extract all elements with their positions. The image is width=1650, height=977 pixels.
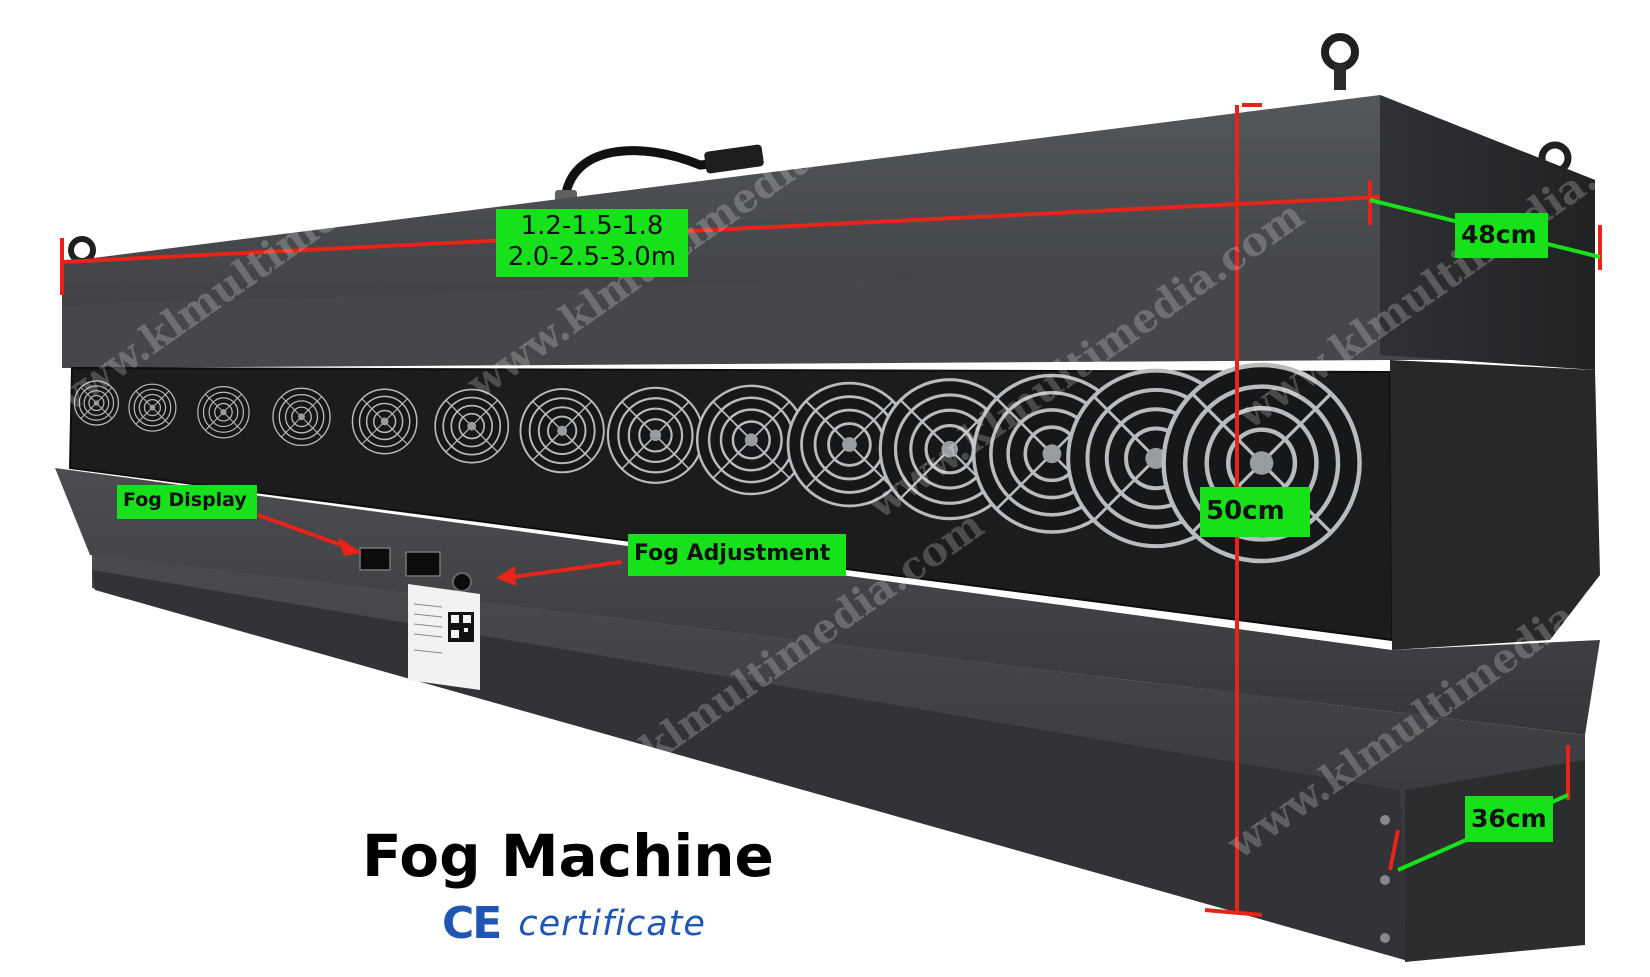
length-line2: 2.0-2.5-3.0m (507, 241, 677, 272)
right-side-lower (1405, 760, 1585, 962)
fog-adjustment-label: Fog Adjustment (628, 534, 846, 576)
lower-front-panel (55, 468, 1600, 735)
certificate-line: CE certificate (442, 898, 706, 949)
ce-mark-icon: CE (442, 898, 502, 949)
fog-display-label: Fog Display (117, 485, 257, 519)
fan-grille-icon (434, 388, 510, 464)
arrow-heads (338, 537, 516, 586)
bottom-depth-label: 36cm (1465, 796, 1553, 842)
fan-row (73, 362, 1362, 564)
length-label: 1.2-1.5-1.8 2.0-2.5-3.0m (496, 209, 688, 277)
product-title: Fog Machine (362, 822, 774, 890)
spec-label (408, 584, 480, 690)
fan-grille-icon (351, 388, 418, 455)
fan-grille-icon (606, 386, 705, 484)
fog-display-screen (359, 547, 391, 571)
fan-grille-icon (786, 381, 913, 508)
fog-display-screen-2 (405, 551, 441, 577)
fan-grille-icon (519, 388, 605, 474)
height-label: 50cm (1200, 487, 1310, 537)
fan-grille-icon (272, 387, 331, 447)
fan-grille-icon (197, 386, 250, 439)
control-panel (359, 547, 472, 592)
fog-adjust-knob (452, 572, 472, 592)
right-side-middle (1390, 360, 1600, 650)
upper-front-panel (62, 265, 1595, 368)
top-depth-label: 48cm (1455, 213, 1548, 258)
length-line1: 1.2-1.5-1.8 (520, 211, 664, 241)
fan-grille-icon (128, 383, 177, 432)
qr-code-icon (448, 612, 474, 642)
certificate-text: certificate (518, 903, 706, 944)
fan-grille-icon (73, 380, 120, 426)
